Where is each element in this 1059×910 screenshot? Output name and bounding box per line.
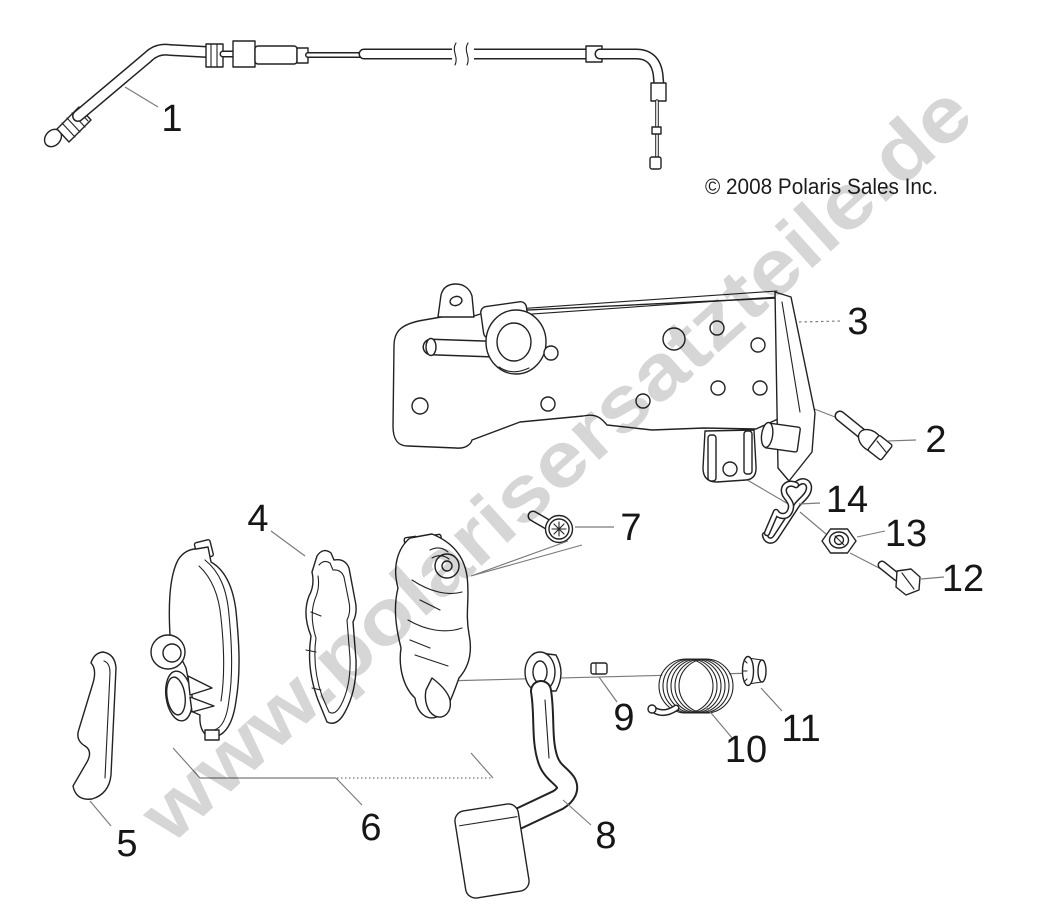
- callout-6: 6: [360, 807, 381, 849]
- callout-14: 14: [826, 479, 868, 521]
- torx-recess: [551, 521, 567, 537]
- part-bushing: [741, 655, 767, 687]
- part-housing-body-half: [394, 533, 472, 719]
- pedal-pivot-tube: [760, 421, 801, 453]
- leader-lines: [89, 86, 945, 827]
- part-hex-bolt: [877, 560, 921, 596]
- part-throttle-cable: [43, 40, 667, 170]
- part-mounting-bracket: [392, 283, 816, 483]
- part-pin: [590, 662, 608, 675]
- part-pedal-assembly: [454, 651, 579, 899]
- callout-8: 8: [595, 815, 616, 857]
- part-screw: [527, 510, 574, 544]
- callout-12: 12: [942, 558, 984, 600]
- part-gasket: [305, 549, 357, 724]
- bracket-hole: [710, 380, 726, 396]
- bracket-hole: [411, 397, 429, 415]
- callout-labels: 1 2 3 4 5 6 7 8 9 10 11 12 13 14: [116, 98, 984, 865]
- callout-11: 11: [781, 708, 820, 750]
- bracket-hole: [543, 345, 559, 361]
- callout-2: 2: [925, 419, 946, 461]
- pivot-lug: [424, 677, 451, 718]
- pedal-pad: [454, 803, 530, 899]
- callout-1: 1: [161, 98, 182, 140]
- bracket-hole: [752, 380, 768, 396]
- callout-9: 9: [613, 697, 634, 739]
- part-torsion-spring: [647, 655, 734, 717]
- callout-5: 5: [116, 823, 137, 865]
- callout-13: 13: [885, 513, 927, 555]
- bracket-hole: [709, 320, 725, 336]
- callout-10: 10: [725, 729, 767, 771]
- bracket-hole: [540, 396, 556, 412]
- part-housing-cover-half: [150, 539, 240, 741]
- callout-7: 7: [620, 507, 641, 549]
- part-nut: [821, 528, 857, 554]
- part-hairpin-clip: [761, 478, 813, 544]
- bracket-hole: [635, 393, 651, 409]
- part-side-cover: [72, 651, 117, 800]
- callout-3: 3: [847, 301, 868, 343]
- part-flange-bolt: [834, 410, 893, 461]
- bracket-hole: [750, 337, 766, 353]
- bracket-hole: [662, 327, 686, 351]
- copyright-text: © 2008 Polaris Sales Inc.: [705, 174, 938, 199]
- callout-4: 4: [247, 498, 268, 540]
